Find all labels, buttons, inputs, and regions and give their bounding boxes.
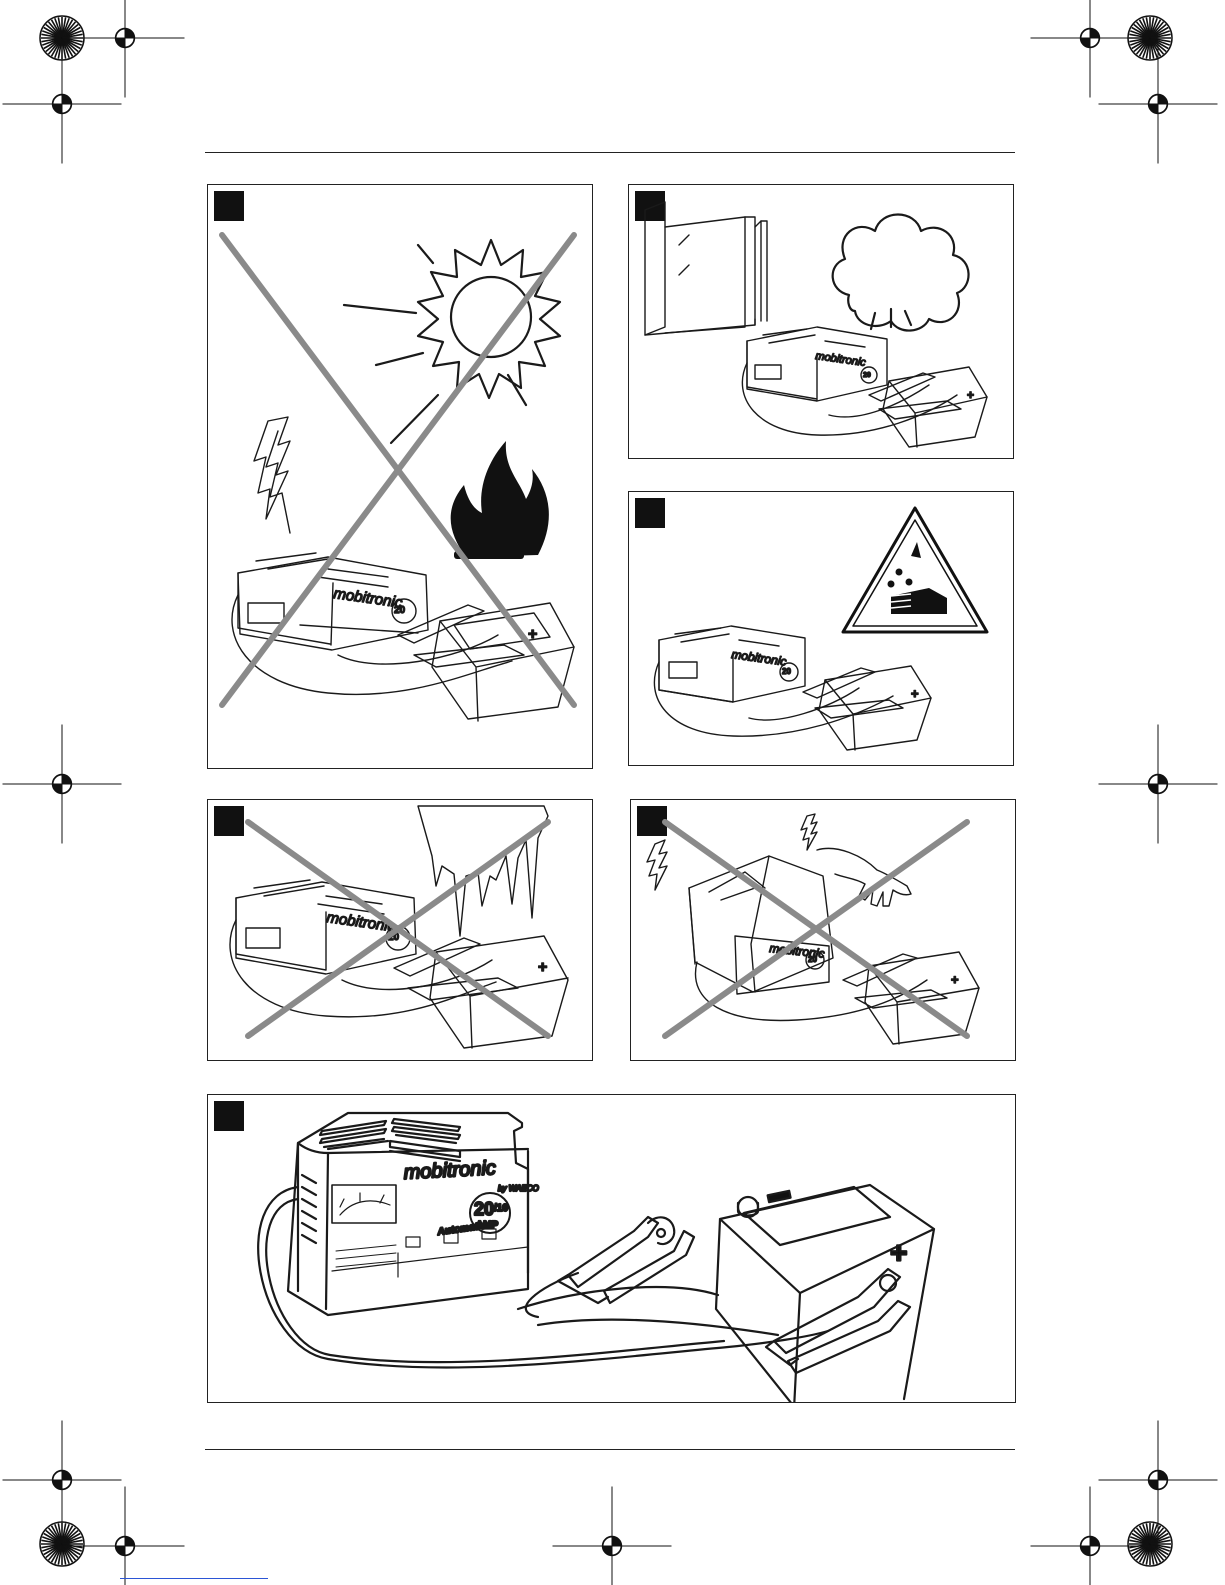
open-window-illustration [645, 202, 767, 335]
car-battery-illustration: + [803, 666, 931, 750]
figure-panel-charger-connected-to-battery: Automatic mobitronic by WAECO 20 /10 AMP… [207, 1094, 1016, 1403]
car-battery-illustration: + [398, 603, 574, 721]
figure-panel-corrosive-acid: mobitronic 20 + [628, 491, 1014, 766]
battery-charger-illustration: Automatic mobitronic by WAECO 20 /10 AMP… [288, 1113, 539, 1315]
charger-brand-label: mobitronic [731, 647, 788, 669]
charger-maker-label: by WAECO [498, 1184, 539, 1193]
charger-rating-label: 20 [474, 1199, 494, 1219]
figure-panel-frost-icicles: mobitronic 20 + [207, 799, 593, 1061]
corrosive-warning-sign-icon [843, 508, 987, 632]
lightning-icon [801, 814, 817, 850]
battery-plus-terminal-label: + [890, 1237, 908, 1270]
charger-rating-alt-label: /10 [494, 1203, 508, 1214]
battery-plus-terminal-label: + [951, 972, 959, 987]
battery-charger-illustration: mobitronic 20 [654, 626, 893, 736]
sun-icon [344, 240, 560, 443]
figure-panel-ventilated-room: mobitronic 20 + [628, 184, 1014, 459]
figure-panel-heat-fire-sources: mobitronic 20 + [207, 184, 593, 769]
charger-brand-label: mobitronic [403, 1157, 496, 1184]
figure-panel-covered-charger: mobitronic 20 + [630, 799, 1016, 1061]
charger-rating-label: 20 [808, 955, 817, 964]
battery-plus-terminal-label: + [538, 959, 547, 976]
footer-rule [205, 1449, 1015, 1450]
lightning-icon [647, 840, 667, 890]
battery-plus-terminal-label: + [911, 686, 919, 701]
red-clamp-illustration [766, 1269, 910, 1373]
fire-icon [451, 441, 549, 557]
charger-rating-label: 20 [394, 605, 406, 616]
footer-link-underline [120, 1578, 268, 1579]
charger-brand-label: mobitronic [815, 350, 867, 369]
car-battery-illustration: + [716, 1185, 934, 1403]
charger-rating-label: 20 [863, 372, 871, 379]
header-rule [205, 152, 1015, 153]
vapour-cloud-icon [833, 215, 969, 331]
battery-charger-illustration: mobitronic 20 [232, 553, 512, 694]
lightning-icon [254, 417, 290, 533]
charger-rating-label: 20 [782, 667, 791, 676]
battery-plus-terminal-label: + [967, 388, 974, 402]
black-clamp-illustration [558, 1217, 694, 1303]
